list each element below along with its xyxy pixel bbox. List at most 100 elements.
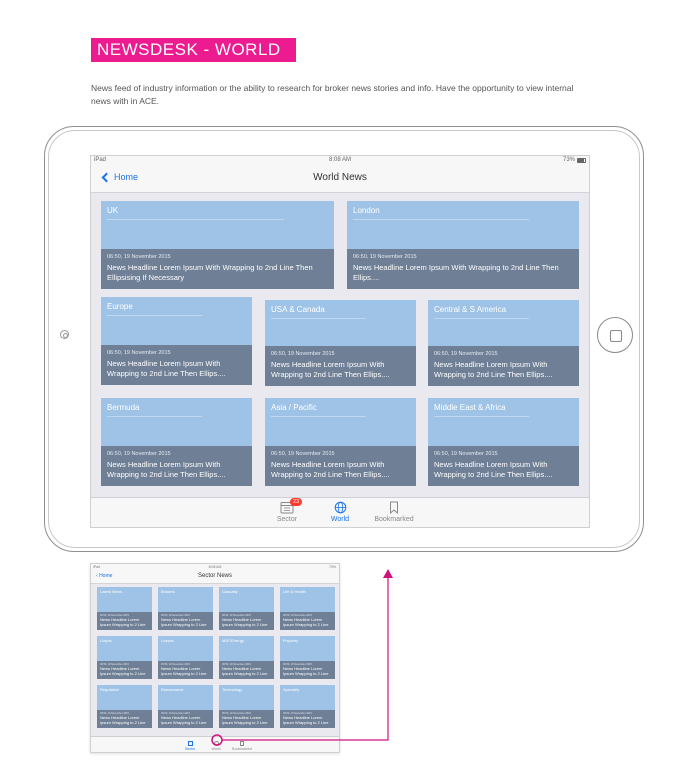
bookmark-icon xyxy=(364,501,424,515)
card-headline: News Headline Lorem Ipsum Wrapping to 2 … xyxy=(161,617,207,627)
divider xyxy=(107,315,202,316)
card-headline: News Headline Lorem Ipsum With Wrapping … xyxy=(353,263,559,282)
clock-label: 8:08 AM xyxy=(208,565,222,569)
calendar-icon xyxy=(187,741,193,746)
card-footer: 06:50, 19 November 2015 News Headline Lo… xyxy=(101,446,252,486)
card-date: 06:50, 19 November 2015 xyxy=(434,451,498,457)
card-date: 06:50, 19 November 2015 xyxy=(107,254,171,260)
back-button[interactable]: ‹ Home xyxy=(96,573,113,579)
card-category: Lloyds xyxy=(100,638,112,643)
card-headline: News Headline Lorem Ipsum Wrapping to 2 … xyxy=(161,666,207,676)
nav-title: Sector News xyxy=(197,573,232,579)
card-category: Technology xyxy=(222,687,243,692)
card-category: Europe xyxy=(107,302,133,311)
card-date: 06:50, 19 November 2015 xyxy=(434,351,498,357)
card-headline: News Headline Lorem Ipsum Wrapping to 2 … xyxy=(100,617,146,627)
tab-bookmarked[interactable]: Bookmarked xyxy=(364,501,424,523)
bookmark-icon xyxy=(240,741,244,746)
news-card-uk[interactable]: UK 06:50, 19 November 2015 News Headline… xyxy=(101,201,334,289)
news-card-london[interactable]: London 06:50, 19 November 2015 News Head… xyxy=(347,201,579,289)
card-category: MAT/Energy xyxy=(222,638,244,643)
navigation-bar: Home World News xyxy=(91,166,589,193)
card-footer: 06:50, 19 November 2015 News Headline Lo… xyxy=(101,345,252,385)
card-category: Asia / Pacific xyxy=(271,403,317,412)
notification-badge: 23 xyxy=(290,498,302,506)
news-card-asia-pacific[interactable]: Asia / Pacific 06:50, 19 November 2015 N… xyxy=(265,398,416,486)
card-category: Central & S America xyxy=(434,305,507,314)
card-headline: News Headline Lorem Ipsum Wrapping to 2 … xyxy=(222,715,268,725)
card-headline: News Headline Lorem Ipsum Wrapping to 2 … xyxy=(283,666,329,676)
card-headline: News Headline Lorem Ipsum With Wrapping … xyxy=(271,460,390,479)
card-date: 06:50, 19 November 2015 xyxy=(100,712,129,715)
page-description: News feed of industry information or the… xyxy=(91,83,574,106)
news-card-europe[interactable]: Europe 06:50, 19 November 2015 News Head… xyxy=(101,297,252,385)
card-category: Brokers xyxy=(161,589,175,594)
tab-bar: Sector World Bookmarked xyxy=(91,736,339,752)
card-category: UK xyxy=(107,206,119,215)
tab-world[interactable]: World xyxy=(310,501,370,523)
card-date: 06:50, 19 November 2015 xyxy=(100,614,129,617)
divider xyxy=(271,416,366,417)
news-card-bermuda[interactable]: Bermuda 06:50, 19 November 2015 News Hea… xyxy=(101,398,252,486)
back-label: Home xyxy=(114,172,139,182)
carrier-label: iPad xyxy=(94,157,107,163)
card-footer: 06:50, 19 November 2015 News Headline Lo… xyxy=(265,346,416,386)
tab-bookmarked[interactable]: Bookmarked xyxy=(227,741,257,751)
card-footer: 06:50, 19 November 2015 News Headline Lo… xyxy=(428,346,579,386)
card-category: Bermuda xyxy=(107,403,140,412)
page-title: NEWSDESK - WORLD xyxy=(91,38,296,62)
card-date: 06:50, 19 November 2015 xyxy=(107,350,171,356)
card-headline: News Headline Lorem Ipsum Wrapping to 2 … xyxy=(222,617,268,627)
card-date: 06:50, 19 November 2015 xyxy=(161,663,190,666)
device-screen: iPad 8:08 AM 73% Home World News UK 06:5… xyxy=(90,155,590,528)
card-date: 06:50, 19 November 2015 xyxy=(353,254,417,260)
calendar-icon: 23 xyxy=(257,498,317,514)
news-card-usa-canada[interactable]: USA & Canada 06:50, 19 November 2015 New… xyxy=(265,300,416,386)
card-category: Reinsurance xyxy=(161,687,184,692)
home-button[interactable] xyxy=(597,317,633,353)
news-card-middle-east-africa[interactable]: Middle East & Africa 06:50, 19 November … xyxy=(428,398,579,486)
card-headline: News Headline Lorem Ipsum With Wrapping … xyxy=(107,359,226,378)
card-date: 06:50, 19 November 2015 xyxy=(271,451,335,457)
camera-icon xyxy=(60,330,69,339)
card-footer: 06:50, 19 November 2015 News Headline Lo… xyxy=(347,249,579,289)
tab-label: World xyxy=(211,747,221,751)
card-date: 06:50, 19 November 2015 xyxy=(271,351,335,357)
tab-label: Sector xyxy=(184,747,196,751)
back-button[interactable]: Home xyxy=(101,172,138,182)
card-headline: News Headline Lorem Ipsum With Wrapping … xyxy=(434,360,553,379)
card-category: London xyxy=(353,206,380,215)
card-category: Losses xyxy=(161,638,174,643)
card-headline: News Headline Lorem Ipsum Wrapping to 2 … xyxy=(283,617,329,627)
tab-sector[interactable]: Sector xyxy=(175,741,205,751)
tab-sector[interactable]: 23 Sector xyxy=(257,498,317,523)
card-date: 06:50, 19 November 2015 xyxy=(161,712,190,715)
card-category: Specialty xyxy=(283,687,300,692)
tab-bar: 23 Sector World Bookmarked xyxy=(91,497,589,527)
card-category: Regulation xyxy=(100,687,120,692)
globe-icon xyxy=(213,741,219,746)
tab-label: Sector xyxy=(276,516,298,523)
news-card-central-s-america[interactable]: Central & S America 06:50, 19 November 2… xyxy=(428,300,579,386)
card-headline: News Headline Lorem Ipsum Wrapping to 2 … xyxy=(283,715,329,725)
